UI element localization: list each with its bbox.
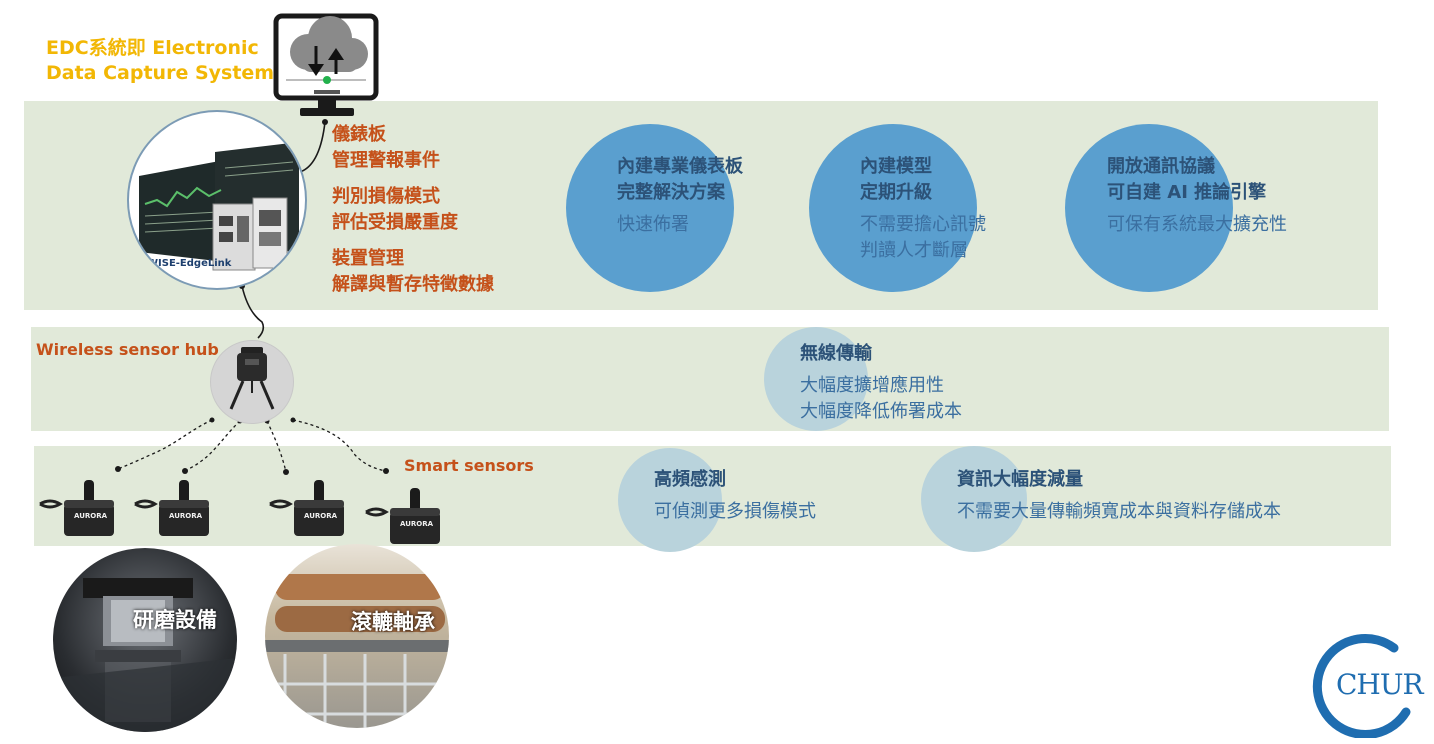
sensor-device-1: AURORA [36,478,120,544]
sensor-feature-bubble-1 [618,448,722,552]
edge-feature-2-title1: 內建模型 [860,156,932,177]
edge-feature-2-desc2: 判讀人才斷層 [860,240,968,261]
edge-item-dashboard: 儀錶板 [332,124,386,145]
sensor-feature-1-title: 高頻感測 [654,469,726,490]
edge-item-damage-mode: 判別損傷模式 [332,186,440,207]
edge-device-illustration [139,142,299,271]
edge-feature-3-title1: 開放通訊協議 [1107,156,1215,177]
chur-logo-ring [1312,634,1411,739]
sensor-feature-2-desc: 不需要大量傳輸頻寬成本與資料存儲成本 [957,501,1281,522]
roller-bearing-illustration [265,574,449,728]
sensor-3-icon [269,480,344,536]
cloud-monitor-icon [273,13,379,116]
hub-device-icon [229,347,275,410]
sensor-4-brand: AURORA [400,520,434,528]
smart-sensors-label: Smart sensors [404,456,534,475]
roller-bearing-photo: 滾轆軸承 [265,544,449,728]
edge-capability-list: 儀錶板 管理警報事件 判別損傷模式 評估受損嚴重度 裝置管理 解譯與暫存特徵數據 [332,122,494,298]
sensor-feature-2-title: 資訊大幅度減量 [957,469,1083,490]
edc-title-line2: Data Capture System [46,62,275,84]
hub-feature-desc2: 大幅度降低佈署成本 [800,401,962,422]
hub-feature-title: 無線傳輸 [800,343,872,364]
sensor-feature-2: 資訊大幅度減量 不需要大量傳輸頻寬成本與資料存儲成本 [957,467,1281,525]
sensor-2-icon [134,480,209,536]
edge-feature-3-desc1: 可保有系統最大擴充性 [1107,214,1287,235]
edge-device-label: WISE-EdgeLink [147,258,232,269]
edge-device-image: WISE-EdgeLink [127,110,307,290]
hub-feature-bubble [764,327,868,431]
grinding-equipment-photo: 研磨設備 [53,548,237,732]
edge-feature-2-title2: 定期升級 [860,182,932,203]
sensor-device-2: AURORA [131,478,215,544]
hub-feature-desc1: 大幅度擴增應用性 [800,375,944,396]
edge-feature-bubble-2 [809,124,977,292]
sensor-1-brand: AURORA [74,512,108,520]
edge-item-device-mgmt: 裝置管理 [332,248,404,269]
edge-feature-3-title2: 可自建 AI 推論引擎 [1107,182,1267,203]
sensor-device-4: AURORA [362,486,446,552]
edge-feature-1-title2: 完整解決方案 [617,182,725,203]
edge-item-alerts: 管理警報事件 [332,150,440,171]
edge-feature-1: 內建專業儀表板 完整解決方案 快速佈署 [617,154,743,238]
edge-feature-bubble-1 [566,124,734,292]
edc-title-line1: EDC系統即 Electronic [46,37,259,59]
edc-title: EDC系統即 Electronic Data Capture System [46,36,274,86]
roller-bearing-label: 滾轆軸承 [351,610,435,634]
hub-image [210,340,294,424]
chur-logo: CHUR [1310,630,1424,739]
sensor-device-3: AURORA [266,478,350,544]
edge-feature-1-title1: 內建專業儀表板 [617,156,743,177]
grinding-equipment-label: 研磨設備 [133,608,217,632]
sensor-2-brand: AURORA [169,512,203,520]
edge-feature-2: 內建模型 定期升級 不需要擔心訊號 判讀人才斷層 [860,154,986,264]
sensor-3-brand: AURORA [304,512,338,520]
edge-feature-2-desc1: 不需要擔心訊號 [860,214,986,235]
sensor-4-icon [365,488,440,544]
edge-feature-bubble-3 [1065,124,1233,292]
hub-label: Wireless sensor hub [36,340,219,359]
sensor-feature-1: 高頻感測 可偵測更多損傷模式 [654,467,816,525]
sensor-1-icon [39,480,114,536]
edge-feature-3: 開放通訊協議 可自建 AI 推論引擎 可保有系統最大擴充性 [1107,154,1287,238]
edge-item-severity: 評估受損嚴重度 [332,212,458,233]
hub-feature: 無線傳輸 大幅度擴增應用性 大幅度降低佈署成本 [800,341,962,425]
sensor-feature-bubble-2 [921,446,1027,552]
edge-feature-1-desc1: 快速佈署 [617,214,689,235]
edge-item-feature-data: 解譯與暫存特徵數據 [332,274,494,295]
chur-logo-text: CHUR [1336,668,1424,701]
grinding-equipment-illustration [53,578,237,732]
sensor-feature-1-desc: 可偵測更多損傷模式 [654,501,816,522]
